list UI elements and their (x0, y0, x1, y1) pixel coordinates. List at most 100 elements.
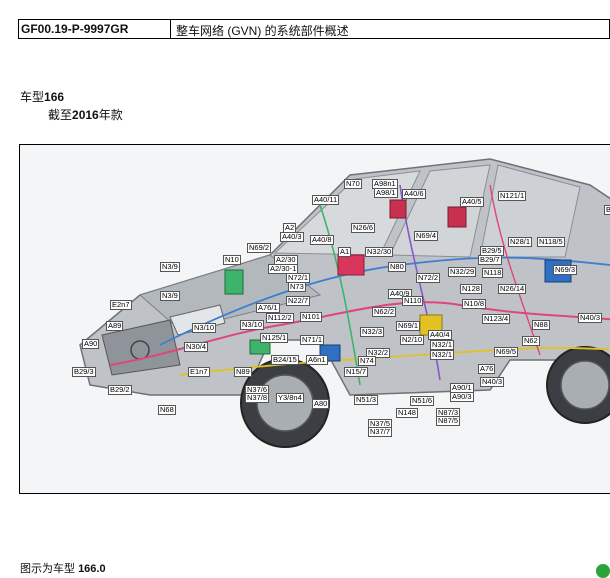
front-grille (101, 319, 181, 376)
model-year-label: 截至2016年款 (48, 106, 123, 123)
component-callout: N73 (288, 282, 306, 292)
component-callout: A2/30-1 (268, 264, 299, 274)
caption-prefix: 图示为车型 (20, 563, 75, 575)
component-callout: B29/7 (478, 255, 502, 265)
network-wiring (179, 347, 610, 376)
component-callout: N3/9 (160, 262, 180, 272)
component-callout: A40/6 (402, 189, 426, 199)
component-callout: N26/14 (498, 284, 527, 294)
component-callout: N3/10 (192, 323, 217, 333)
headlamp (169, 304, 226, 336)
component-callout: A40/9 (388, 289, 412, 299)
component-callout: A40/8 (310, 235, 334, 245)
component-callout: N10/8 (462, 299, 487, 309)
model-year-suffix: 年款 (98, 108, 123, 122)
component-callout: N28/1 (508, 237, 533, 247)
component-callout: N26/6 (351, 223, 376, 233)
component-callout: N32/1 (430, 350, 455, 360)
component-callout: A98/1 (374, 188, 398, 198)
component-callout: N87/5 (436, 416, 461, 426)
control-unit (224, 269, 244, 295)
component-callout: A89 (106, 321, 124, 331)
caption-model-number: 166.0 (78, 563, 106, 575)
model-prefix: 车型 (20, 90, 45, 104)
component-callout: N71/1 (300, 335, 325, 345)
model-label: 车型166 (20, 88, 64, 105)
model-year-prefix: 截至 (48, 108, 73, 122)
component-callout: N51/6 (410, 396, 435, 406)
component-callout: N74 (358, 356, 376, 366)
component-callout: A90/3 (450, 392, 474, 402)
component-callout: B29/3 (72, 367, 96, 377)
component-callout: E2n7 (110, 300, 132, 310)
component-callout: N80 (388, 262, 406, 272)
control-unit (389, 199, 407, 219)
component-callout: N40/3 (480, 377, 505, 387)
component-callout: N62/2 (372, 307, 397, 317)
component-callout: B24/15 (271, 355, 299, 365)
component-callout: N101 (300, 312, 322, 322)
component-callout: N69/2 (247, 243, 272, 253)
network-wiring (489, 184, 541, 356)
component-callout: N72/2 (416, 273, 441, 283)
component-callout: N32/29 (448, 267, 477, 277)
control-unit (337, 254, 365, 276)
component-callout: B (604, 205, 610, 215)
component-callout: N123/4 (482, 314, 511, 324)
component-callout: N32/3 (360, 327, 385, 337)
component-callout: N148 (396, 408, 418, 418)
component-callout: A40/5 (460, 197, 484, 207)
model-year-value: 2016 (72, 108, 99, 122)
component-callout: E1n7 (188, 367, 210, 377)
component-callout: N112/2 (266, 313, 294, 323)
component-callout: N37/8 (245, 393, 270, 403)
component-callout: N2/10 (400, 335, 425, 345)
component-callout: N15/7 (344, 367, 369, 377)
component-callout: N32/1 (430, 340, 455, 350)
component-callout: A6n1 (306, 355, 328, 365)
document-code: GF00.19-P-9997GR (19, 20, 171, 38)
component-callout: N70 (344, 179, 362, 189)
component-callout: N69/3 (553, 265, 578, 275)
document-header-table: GF00.19-P-9997GR 整车网络 (GVN) 的系统部件概述 (18, 19, 610, 39)
component-callout: N69/5 (494, 347, 519, 357)
component-callout: N110 (402, 296, 424, 306)
component-callout: N69/4 (414, 231, 439, 241)
component-callout: N128 (460, 284, 482, 294)
component-callout: A1 (338, 247, 352, 257)
front-rim (256, 374, 314, 432)
component-callout: A76 (478, 364, 496, 374)
component-callout: A90 (82, 339, 100, 349)
control-unit (447, 206, 467, 228)
component-callout: Y3/8n4 (276, 393, 304, 403)
component-callout: N32/2 (366, 348, 391, 358)
component-callout: N88 (532, 320, 550, 330)
network-wiring (319, 204, 361, 386)
component-callout: N51/3 (354, 395, 379, 405)
model-number: 166 (44, 90, 65, 104)
component-callout: N3/10 (240, 320, 265, 330)
component-callout: N118/5 (537, 237, 565, 247)
component-callout: A40/3 (280, 232, 304, 242)
rear-rim (560, 360, 610, 410)
component-callout: B29/2 (108, 385, 132, 395)
green-dot-icon (596, 564, 610, 578)
component-callout: N22/7 (286, 296, 311, 306)
component-callout: N68 (158, 405, 176, 415)
component-callout: N10 (223, 255, 241, 265)
component-callout: A40/11 (312, 195, 340, 205)
component-callout: N3/9 (160, 291, 180, 301)
component-callout: N118 (482, 268, 504, 278)
component-callout: N62 (522, 336, 540, 346)
component-callout: N40/3 (578, 313, 603, 323)
component-callout: A40/4 (428, 330, 452, 340)
component-callout: A76/1 (256, 303, 280, 313)
component-callout: N37/7 (368, 427, 393, 437)
component-callout: N125/1 (260, 333, 289, 343)
component-callout: N89 (234, 367, 252, 377)
component-callout: N30/4 (184, 342, 209, 352)
figure-caption: 图示为车型 166.0 (20, 560, 106, 576)
component-callout: N69/1 (396, 321, 421, 331)
component-callout: N121/1 (498, 191, 527, 201)
